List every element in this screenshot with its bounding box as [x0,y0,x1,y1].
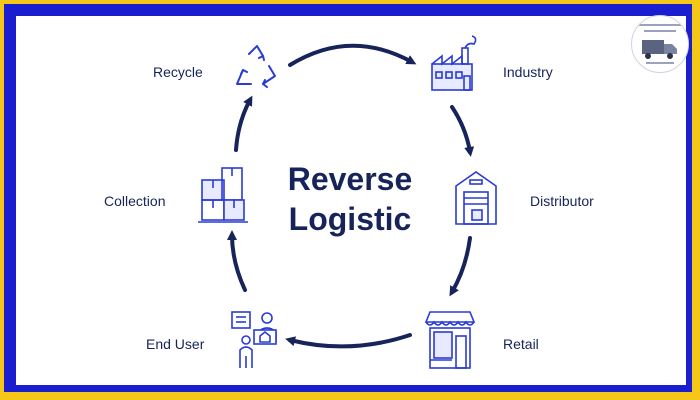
label-collection: Collection [104,193,166,209]
diagram-panel [16,16,686,385]
label-industry: Industry [503,64,553,80]
label-retail: Retail [503,336,539,352]
factory-icon [431,35,477,91]
arrow-enduser-to-collection [227,230,247,292]
arrow-collection-to-recycle [234,95,253,152]
arrow-recycle-to-industry [288,43,417,67]
warehouse-icon [455,171,497,225]
shop-icon [424,311,476,369]
user-desk-icon [231,311,277,368]
diagram-title-line1: Reverse [287,161,413,197]
recycle-icon [236,45,276,88]
truck-icon [642,40,677,59]
label-distributor: Distributor [530,193,594,209]
arrow-industry-to-distributor [450,105,475,157]
diagram-title-line2: Logistic [288,201,412,237]
boxes-icon [198,167,248,223]
arrow-retail-to-enduser [285,333,412,349]
company-logo [631,15,689,73]
label-end-user: End User [146,336,205,352]
arrow-distributor-to-retail [449,236,472,297]
label-recycle: Recycle [153,64,203,80]
